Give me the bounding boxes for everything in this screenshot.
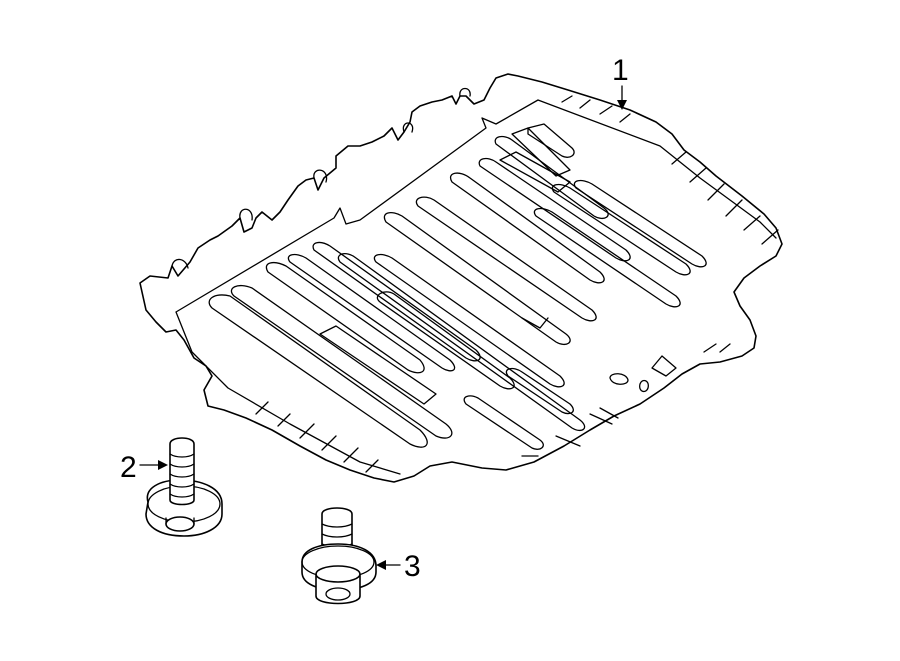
bolt-2-recess <box>165 516 195 532</box>
callout-2-arrowhead <box>158 460 168 470</box>
bolt-3-head-top <box>315 565 361 583</box>
shield-inner-border <box>175 99 777 475</box>
bolt-3-recess <box>325 587 351 601</box>
callout-2: 2 <box>120 451 168 484</box>
shield-outline <box>139 73 783 483</box>
callout-3: 3 <box>376 550 421 583</box>
bolt-2-shank <box>169 437 195 506</box>
shield-back-edge-waves <box>171 87 471 269</box>
bolt-2-flange <box>145 479 223 537</box>
bolt-3 <box>301 507 377 605</box>
callout-3-arrowhead <box>376 560 386 570</box>
callout-3-label: 3 <box>404 550 421 583</box>
callout-1-arrowhead <box>617 100 627 110</box>
callout-1-label: 1 <box>612 54 629 87</box>
splash-shield <box>139 73 783 483</box>
shield-ribs <box>208 123 707 457</box>
callout-1: 1 <box>612 54 629 110</box>
bolt-2 <box>145 437 223 537</box>
callout-2-label: 2 <box>120 451 137 484</box>
shield-flange-hatching <box>255 95 779 473</box>
